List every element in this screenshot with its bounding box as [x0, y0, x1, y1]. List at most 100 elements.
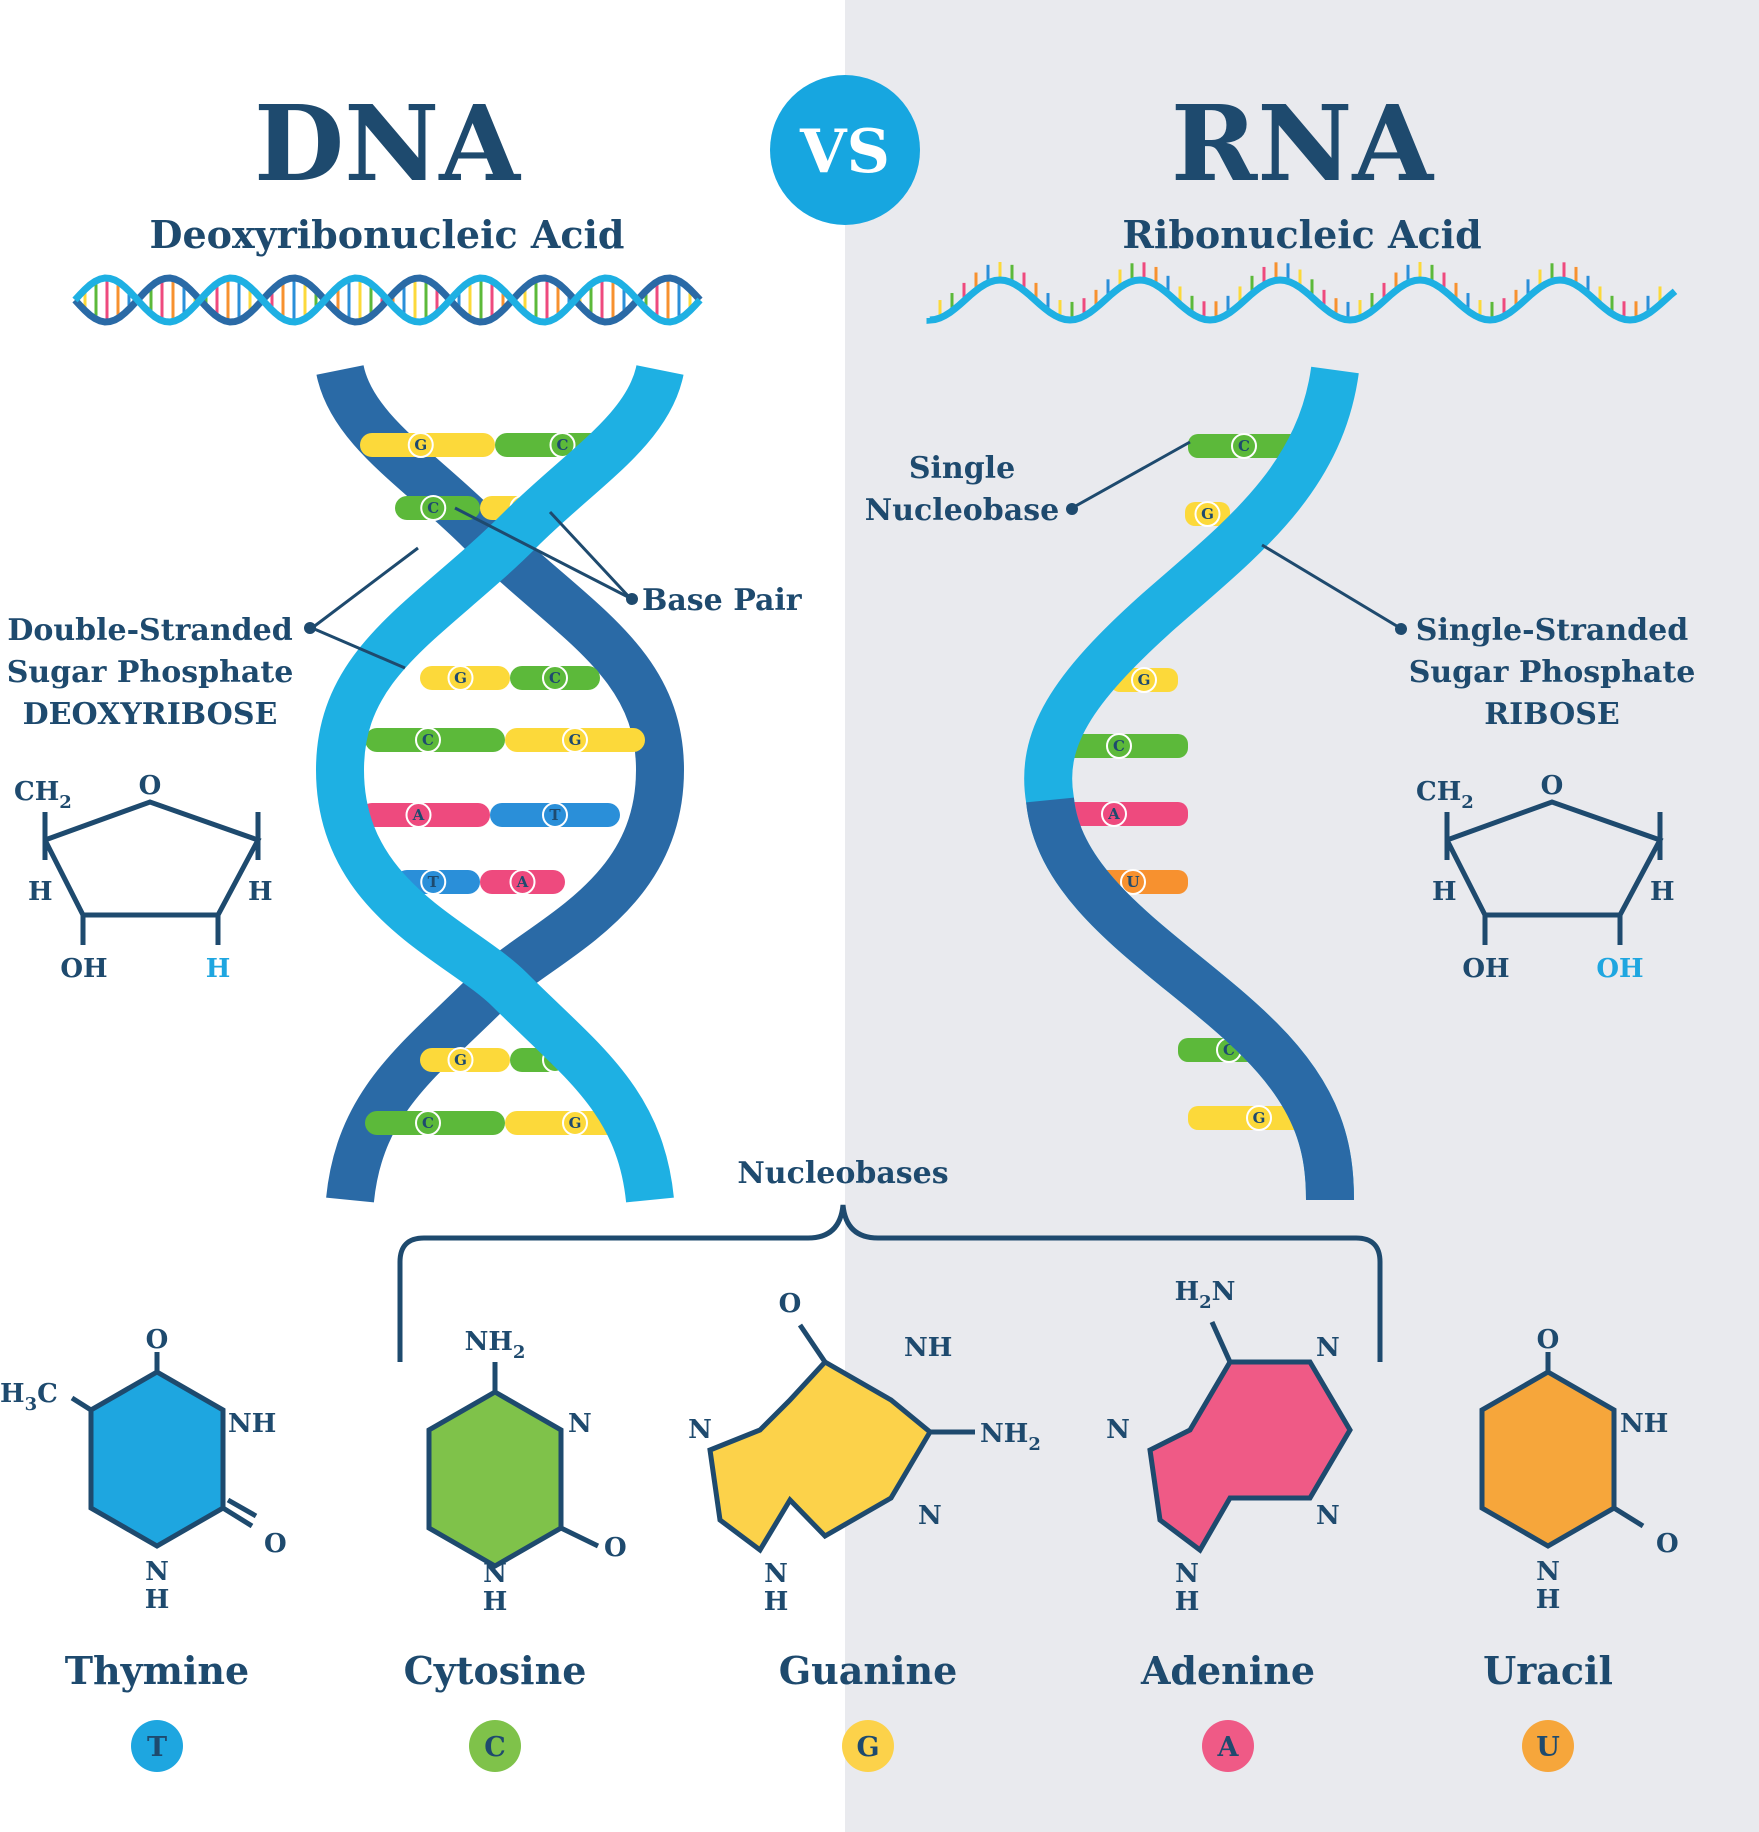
- base-letter: G: [1201, 505, 1214, 523]
- guanine-h: H: [764, 1587, 789, 1617]
- callout-line: [1071, 440, 1191, 510]
- cytosine-n: N: [483, 1559, 507, 1589]
- dna-title: DNA: [254, 82, 521, 205]
- base-letter-circle: [1246, 1105, 1272, 1131]
- uracil-nh: NH: [1620, 1409, 1668, 1439]
- adenine-h2n: H2N: [1175, 1277, 1236, 1313]
- base-letter-circle: [447, 1047, 474, 1073]
- mini-rna-strand-icon: [926, 262, 1678, 324]
- base-letter-circle: [542, 802, 568, 828]
- base-letter: C: [422, 1114, 434, 1132]
- vs-badge: VS: [770, 75, 920, 225]
- adenine-n-top: N: [1316, 1333, 1340, 1363]
- guanine-n-right: N: [918, 1501, 942, 1531]
- deoxyribose-h-left: H: [28, 877, 53, 907]
- ribose-oh: OH: [1462, 954, 1509, 984]
- guanine-molecule: [707, 1323, 975, 1554]
- guanine-nh2: NH2: [980, 1419, 1041, 1455]
- mini-strand: [926, 276, 1678, 324]
- deoxyribose-structure: [42, 799, 262, 945]
- base-letter: G: [1138, 671, 1151, 689]
- guanine-n: N: [764, 1559, 788, 1589]
- rna-strand-callout: Single-Stranded Sugar Phosphate RIBOSE: [1261, 543, 1695, 732]
- callout-dot: [304, 622, 316, 634]
- base-letter-circle: [562, 1110, 588, 1136]
- base-letter: A: [516, 873, 529, 891]
- callout-line: [454, 506, 631, 600]
- base-letter-circle: [562, 727, 588, 753]
- dna-strand-callout: Double-Stranded Sugar Phosphate DEOXYRIB…: [7, 546, 419, 732]
- thymine-o-top: O: [146, 1325, 169, 1355]
- dna-subtitle: Deoxyribonucleic Acid: [149, 212, 624, 257]
- cytosine-nh2: NH2: [465, 1327, 526, 1363]
- callout-dot: [1066, 503, 1078, 515]
- cytosine-molecule: [426, 1362, 600, 1569]
- base-letter: C: [557, 436, 569, 454]
- base-letter: C: [549, 669, 561, 687]
- rna-strand-label-line3: RIBOSE: [1484, 697, 1620, 732]
- nucleobase-letter-circle: [842, 1720, 894, 1772]
- base-letter: C: [1238, 437, 1250, 455]
- callout-line: [311, 626, 406, 670]
- base-letter: A: [1107, 805, 1120, 823]
- base-letter-circle: [1131, 667, 1157, 693]
- nucleobase-name: Cytosine: [404, 1648, 587, 1693]
- callout-line: [1261, 543, 1401, 630]
- adenine-molecule: [1147, 1320, 1353, 1554]
- callout-dot: [626, 593, 638, 605]
- rna-base: C: [1050, 733, 1188, 759]
- ribose-o: O: [1541, 771, 1564, 801]
- callout-dot: [1395, 623, 1407, 635]
- deoxyribose-o: O: [139, 771, 162, 801]
- deoxyribose-h-right: H: [248, 877, 273, 907]
- mini-strand: [72, 274, 703, 326]
- nucleobase-letter: C: [484, 1732, 506, 1763]
- thymine-h: H: [145, 1585, 170, 1615]
- ribose-structure: [1444, 799, 1664, 945]
- base-letter: G: [569, 731, 582, 749]
- base-letter: T: [428, 873, 440, 891]
- dna-strand-label-line1: Double-Stranded: [7, 613, 292, 648]
- mini-dna-helix-icon: [72, 274, 703, 326]
- base-letter: C: [422, 731, 434, 749]
- nucleobases-label: Nucleobases: [737, 1156, 948, 1191]
- dna-strand-label-line3: DEOXYRIBOSE: [23, 697, 278, 732]
- base-pair-label: Base Pair: [642, 583, 803, 618]
- guanine-o-top: O: [779, 1289, 802, 1319]
- vs-label: VS: [799, 117, 890, 187]
- base-letter-circle: [542, 665, 568, 691]
- nucleobases-brace: [397, 1204, 1383, 1362]
- dna-strand-label-line2: Sugar Phosphate: [7, 655, 294, 690]
- cytosine-n-right: N: [568, 1409, 592, 1439]
- callout-line: [548, 510, 632, 600]
- base-letter-circle: [1101, 801, 1127, 827]
- rna-base: G: [1185, 501, 1230, 527]
- nucleobase-letter-circle: [1522, 1720, 1574, 1772]
- single-nucleobase-callout: Single Nucleobase: [865, 440, 1191, 528]
- uracil-o-right: O: [1656, 1529, 1679, 1559]
- thymine-h3c: H3C: [0, 1379, 58, 1415]
- ribose-oh-bottom: OH: [1596, 954, 1643, 984]
- thymine-o-right: O: [264, 1529, 287, 1559]
- nucleobase-letter-circle: [1202, 1720, 1254, 1772]
- single-nucleobase-label-line2: Nucleobase: [865, 493, 1059, 528]
- base-letter-circle: [420, 869, 447, 895]
- base-letter: C: [427, 499, 439, 517]
- adenine-h: H: [1175, 1587, 1200, 1617]
- vs-circle: [770, 75, 920, 225]
- rna-title: RNA: [1171, 82, 1434, 205]
- nucleobase-letter-circle: [469, 1720, 521, 1772]
- ribose-ch2: CH2: [1416, 777, 1474, 813]
- base-letter-circle: [1231, 433, 1257, 459]
- base-letter-circle: [415, 727, 441, 753]
- base-letter-circle: [420, 495, 447, 521]
- base-letter: A: [412, 806, 425, 824]
